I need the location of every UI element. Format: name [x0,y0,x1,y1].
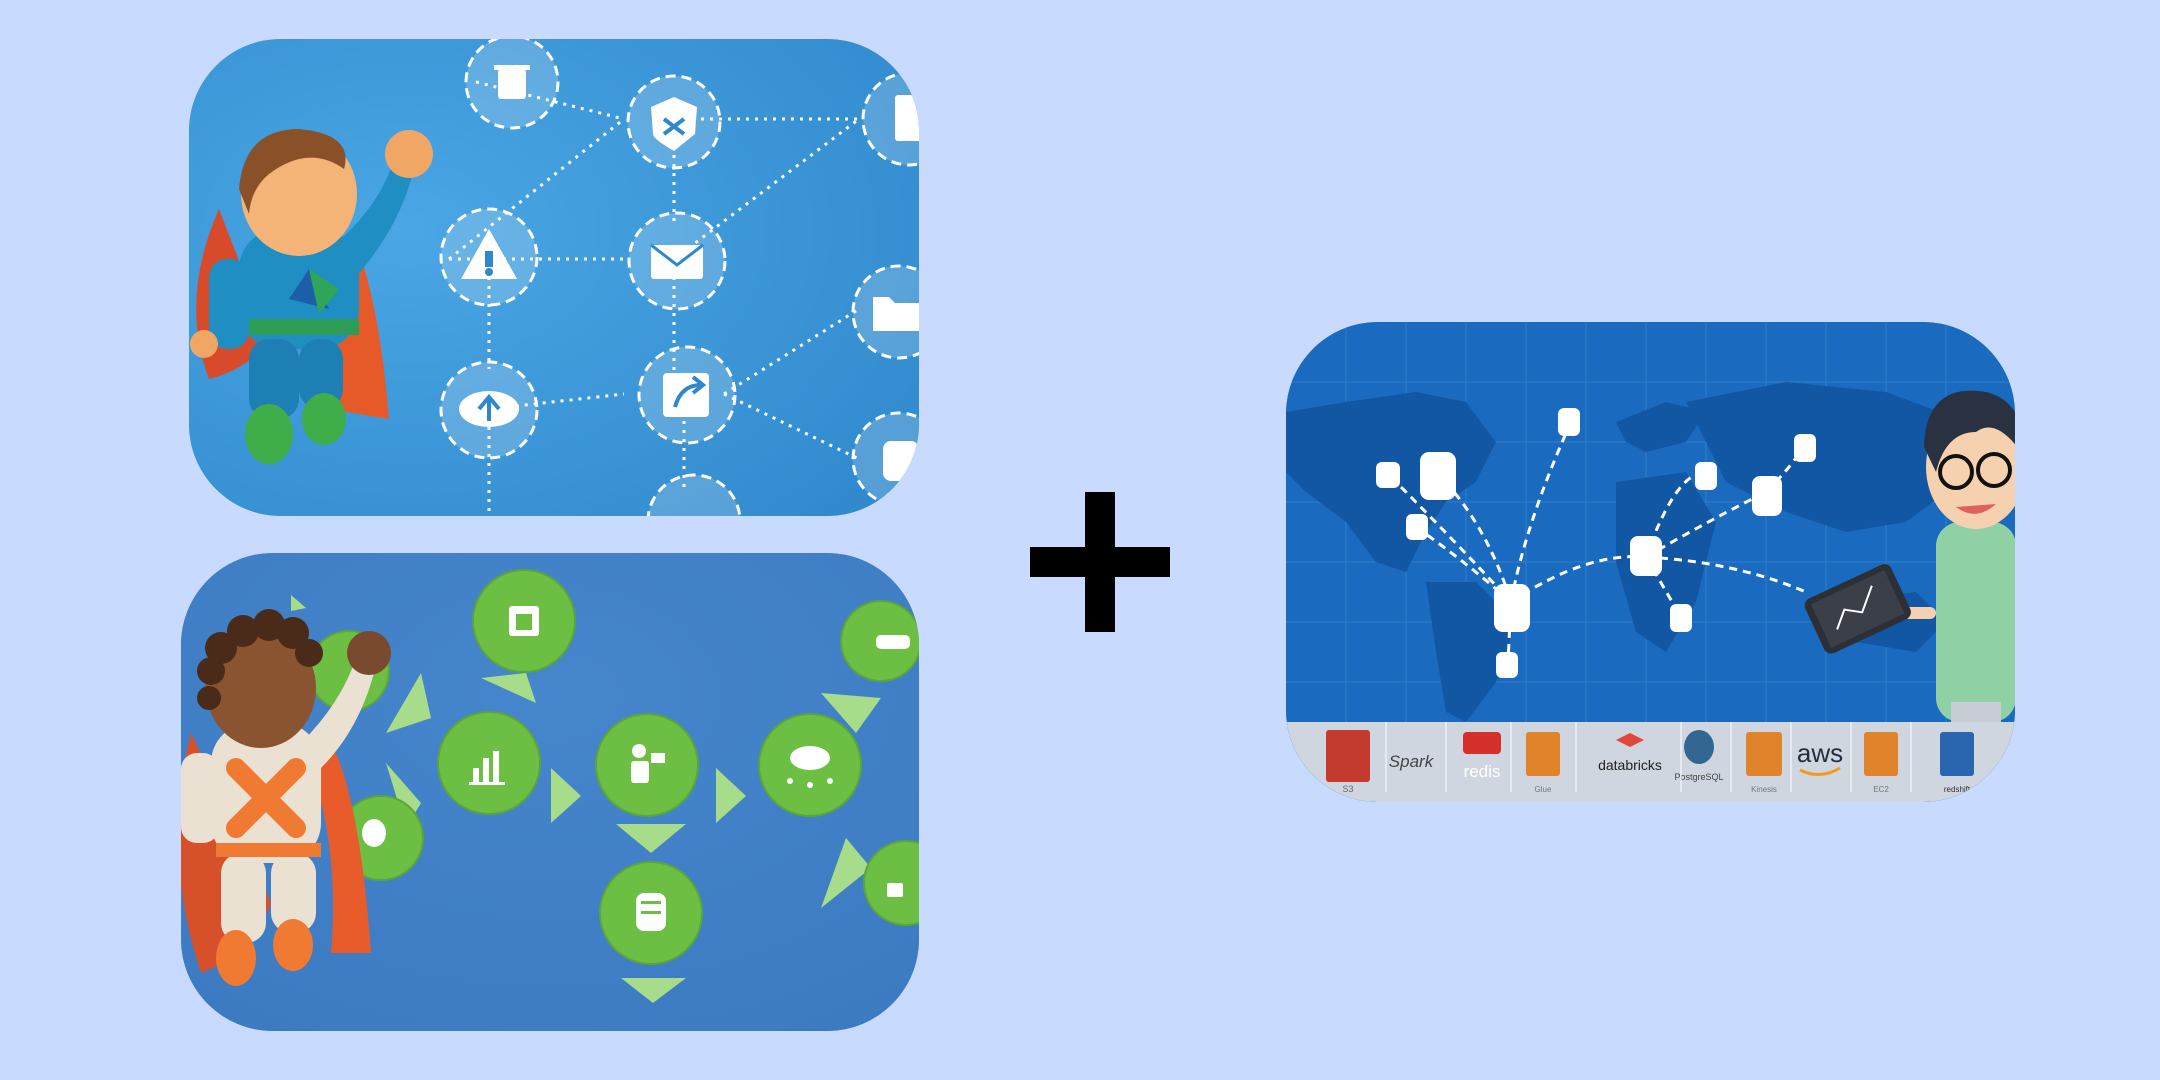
kinesis-logo: Kinesis [1746,732,1782,794]
share-icon [663,373,709,417]
workflow-illustration-panel [189,39,919,516]
process-flow-graphic [181,553,919,1031]
s3-logo: S3 [1326,730,1370,794]
superhero-mascot-x [181,609,391,986]
database-icon [883,441,919,481]
ec2-label: EC2 [1873,785,1889,794]
aws-label: aws [1797,738,1843,768]
glue-label: Glue [1535,785,1552,794]
superhero-mascot-airflow [190,129,433,464]
plus-vertical-bar [1085,492,1115,632]
process-flow-illustration-panel [181,553,919,1031]
glue-logo: Glue [1526,732,1560,794]
s3-label: S3 [1342,784,1353,794]
bar-chart-icon [469,751,505,785]
redshift-label: redshift [1944,785,1971,794]
redis-logo: redis [1463,732,1501,781]
workflow-graphic [189,39,919,516]
folder-icon [873,297,919,331]
gear-node [646,473,742,516]
lock-icon [887,883,903,897]
database-cylinders [1376,408,1816,678]
kinesis-label: Kinesis [1751,785,1777,794]
recycle-bin-icon [494,65,530,99]
presenter-icon [631,744,665,783]
document-icon [895,95,919,141]
redis-label: redis [1464,762,1501,781]
aws-logo: aws [1797,738,1843,776]
ec2-logo: EC2 [1864,732,1898,794]
data-map-illustration-panel: S3 Spark redis Glue databricks PostgreSQ… [1286,322,2015,802]
redshift-logo: redshift [1940,732,1974,794]
plus-symbol [1030,492,1170,632]
spark-logo: Spark [1389,752,1435,771]
postgresql-logo: PostgreSQL [1674,730,1724,782]
databricks-logo: databricks [1598,733,1662,773]
electric-car-icon [876,635,910,649]
brain-icon [362,819,386,847]
character-with-tablet [1804,390,2015,762]
world-data-graphic: S3 Spark redis Glue databricks PostgreSQ… [1286,322,2015,802]
spark-label: Spark [1389,752,1435,771]
databricks-label: databricks [1598,757,1662,773]
postgresql-label: PostgreSQL [1674,772,1723,782]
technology-logo-strip: S3 Spark redis Glue databricks PostgreSQ… [1326,722,1974,794]
cloud-network-icon [787,746,833,788]
